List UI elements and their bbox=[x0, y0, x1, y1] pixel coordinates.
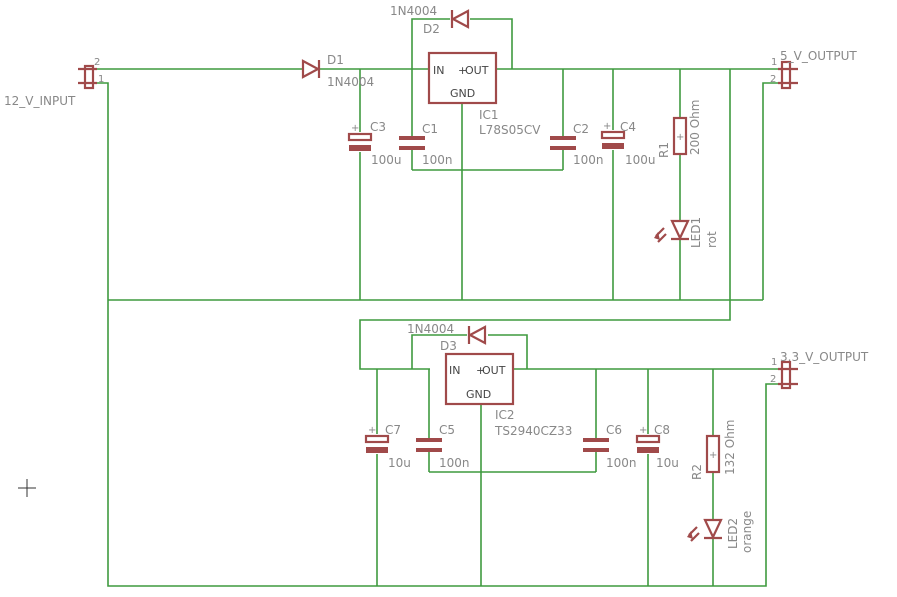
wires bbox=[97, 18, 778, 587]
d3-value: 1N4004 bbox=[407, 322, 454, 336]
ic1-name: IC1 bbox=[479, 108, 499, 122]
resistor-r1[interactable]: + R1 200 Ohm bbox=[657, 100, 702, 158]
crosshair-icon bbox=[18, 479, 36, 497]
capacitor-c6[interactable]: C6 100n bbox=[583, 423, 637, 470]
c2-value: 100n bbox=[573, 153, 604, 167]
ic2-pin-gnd: GND bbox=[466, 388, 491, 401]
capacitor-c5[interactable]: C5 100n bbox=[416, 423, 470, 470]
ic1-pin-gnd: GND bbox=[450, 87, 475, 100]
output-3v3-connector[interactable]: 1 2 3.3_V_OUTPUT bbox=[770, 350, 869, 390]
d2-name: D2 bbox=[423, 22, 440, 36]
led2-value: orange bbox=[740, 511, 754, 553]
d2-value: 1N4004 bbox=[390, 4, 437, 18]
r2-plus: + bbox=[709, 450, 717, 461]
led1-name: LED1 bbox=[689, 217, 703, 248]
c2-name: C2 bbox=[573, 122, 589, 136]
capacitor-c8[interactable]: + C8 10u bbox=[635, 423, 679, 470]
r2-value: 132 Ohm bbox=[723, 420, 737, 475]
output-5v-pin-top: 1 bbox=[771, 57, 777, 68]
c5-name: C5 bbox=[439, 423, 455, 437]
c3-value: 100u bbox=[371, 153, 402, 167]
c4-plus: + bbox=[603, 121, 611, 132]
d1-value: 1N4004 bbox=[327, 75, 374, 89]
ic2-pin-in: IN bbox=[449, 364, 460, 377]
c4-value: 100u bbox=[625, 153, 656, 167]
r2-name: R2 bbox=[690, 464, 704, 480]
capacitor-c3[interactable]: + C3 100u bbox=[347, 120, 402, 167]
regulator-ic2[interactable]: IN + OUT GND IC2 TS2940CZ33 bbox=[444, 352, 572, 438]
capacitor-c4[interactable]: + C4 100u bbox=[600, 120, 656, 167]
output-3v3-pin-bottom: 2 bbox=[770, 374, 776, 385]
c6-value: 100n bbox=[606, 456, 637, 470]
r1-plus: + bbox=[676, 132, 684, 143]
input-connector-label: 12_V_INPUT bbox=[4, 94, 76, 108]
c5-value: 100n bbox=[439, 456, 470, 470]
led1-value: rot bbox=[705, 231, 719, 248]
c8-value: 10u bbox=[656, 456, 679, 470]
c3-name: C3 bbox=[370, 120, 386, 134]
c6-name: C6 bbox=[606, 423, 622, 437]
c8-plus: + bbox=[639, 425, 647, 436]
d1-name: D1 bbox=[327, 53, 344, 67]
c3-plus: + bbox=[351, 123, 359, 134]
output-3v3-pin-top: 1 bbox=[771, 357, 777, 368]
c7-value: 10u bbox=[388, 456, 411, 470]
input-pin-top: 2 bbox=[94, 57, 100, 68]
input-connector[interactable]: 2 1 12_V_INPUT bbox=[4, 57, 104, 108]
resistor-r2[interactable]: + R2 132 Ohm bbox=[690, 420, 737, 480]
ic1-value: L78S05CV bbox=[479, 123, 541, 137]
diode-d2[interactable]: 1N4004 D2 bbox=[390, 4, 470, 36]
r1-name: R1 bbox=[657, 142, 671, 158]
ic2-value: TS2940CZ33 bbox=[494, 424, 572, 438]
output-5v-connector[interactable]: 1 2 5_V_OUTPUT bbox=[770, 49, 857, 90]
c4-name: C4 bbox=[620, 120, 636, 134]
capacitor-c2[interactable]: C2 100n bbox=[550, 122, 604, 167]
capacitor-c1[interactable]: C1 100n bbox=[399, 122, 453, 167]
ic2-pin-out: OUT bbox=[482, 364, 506, 377]
input-pin-bottom: 1 bbox=[98, 74, 104, 85]
c7-name: C7 bbox=[385, 423, 401, 437]
ic1-pin-out: OUT bbox=[465, 64, 489, 77]
c8-name: C8 bbox=[654, 423, 670, 437]
output-5v-pin-bottom: 2 bbox=[770, 74, 776, 85]
output-5v-label: 5_V_OUTPUT bbox=[780, 49, 857, 63]
c1-name: C1 bbox=[422, 122, 438, 136]
capacitor-c7[interactable]: + C7 10u bbox=[364, 423, 411, 470]
led-led2[interactable]: LED2 orange bbox=[687, 511, 754, 553]
d3-name: D3 bbox=[440, 339, 457, 353]
output-3v3-label: 3.3_V_OUTPUT bbox=[780, 350, 869, 364]
led-led1[interactable]: LED1 rot bbox=[654, 217, 719, 248]
ic1-pin-in: IN bbox=[433, 64, 444, 77]
led2-name: LED2 bbox=[726, 518, 740, 549]
r1-value: 200 Ohm bbox=[688, 100, 702, 155]
ic1-plus: + bbox=[458, 64, 467, 77]
ic2-plus: + bbox=[476, 364, 485, 377]
regulator-ic1[interactable]: IN + OUT GND IC1 L78S05CV bbox=[427, 51, 541, 137]
c7-plus: + bbox=[368, 425, 376, 436]
diode-d1[interactable]: D1 1N4004 bbox=[301, 53, 374, 89]
diode-d3[interactable]: 1N4004 D3 bbox=[407, 322, 487, 353]
ic2-name: IC2 bbox=[495, 408, 515, 422]
c1-value: 100n bbox=[422, 153, 453, 167]
